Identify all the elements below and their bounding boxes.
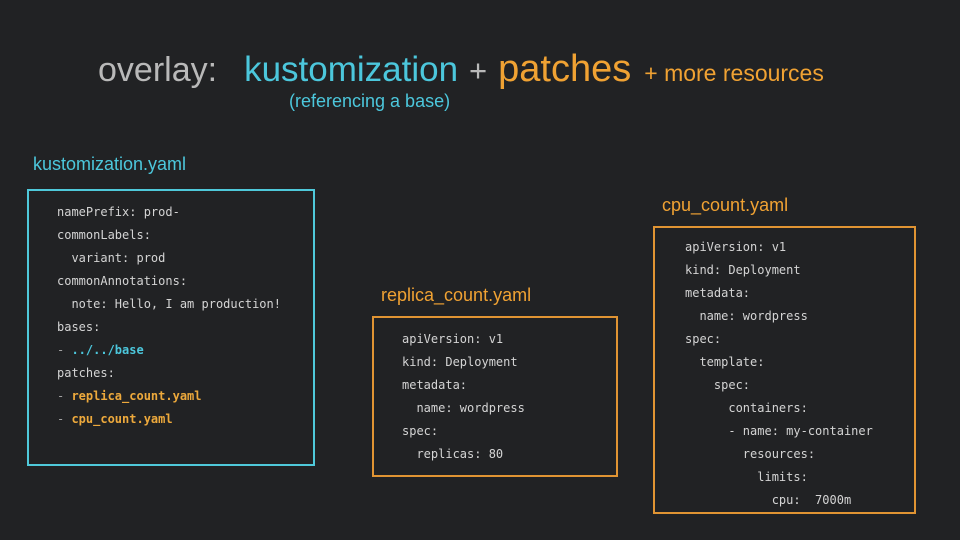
code-line: containers: — [685, 401, 808, 415]
code-line: - replica_count.yaml — [57, 389, 202, 403]
code-line: resources: — [685, 447, 816, 461]
code-line: - ../../base — [57, 343, 144, 357]
slide-title: overlay: kustomization + patches + more … — [98, 48, 824, 91]
title-overlay: overlay: — [98, 51, 218, 89]
code-line: bases: — [57, 320, 101, 334]
code-line: spec: — [685, 332, 722, 346]
code-line: commonLabels: — [57, 228, 151, 242]
code-line: spec: — [685, 378, 751, 392]
code-line: kind: Deployment — [402, 355, 518, 369]
code-line: apiVersion: v1 — [402, 332, 504, 346]
code-line: replicas: 80 — [402, 447, 504, 461]
code-line: note: Hello, I am production! — [57, 297, 281, 311]
code-line: limits: — [685, 470, 808, 484]
code-line: commonAnnotations: — [57, 274, 188, 288]
code-line: namePrefix: prod- — [57, 205, 180, 219]
code-line: - name: my-container — [685, 424, 873, 438]
file-label-kustomization: kustomization.yaml — [33, 154, 187, 174]
title-patches: patches — [498, 48, 632, 90]
file-label-cpu-count: cpu_count.yaml — [662, 195, 789, 215]
code-line: name: wordpress — [685, 309, 808, 323]
code-line: - cpu_count.yaml — [57, 412, 173, 426]
code-line: metadata: — [685, 286, 751, 300]
code-line: name: wordpress — [402, 401, 525, 415]
code-line: template: — [685, 355, 765, 369]
title-subtitle: (referencing a base) — [289, 91, 451, 111]
title-plus-sign: + — [469, 53, 488, 88]
file-label-replica-count: replica_count.yaml — [381, 285, 532, 305]
code-box-kustomization: namePrefix: prod-commonLabels: variant: … — [27, 189, 315, 466]
code-line: metadata: — [402, 378, 468, 392]
code-line: variant: prod — [57, 251, 166, 265]
title-more-resources: + more resources — [644, 60, 824, 86]
code-line: cpu: 7000m — [685, 493, 852, 507]
title-kustomization: kustomization — [244, 50, 459, 89]
code-line: spec: — [402, 424, 439, 438]
code-line: apiVersion: v1 — [685, 240, 787, 254]
code-line: patches: — [57, 366, 115, 380]
code-line: kind: Deployment — [685, 263, 801, 277]
